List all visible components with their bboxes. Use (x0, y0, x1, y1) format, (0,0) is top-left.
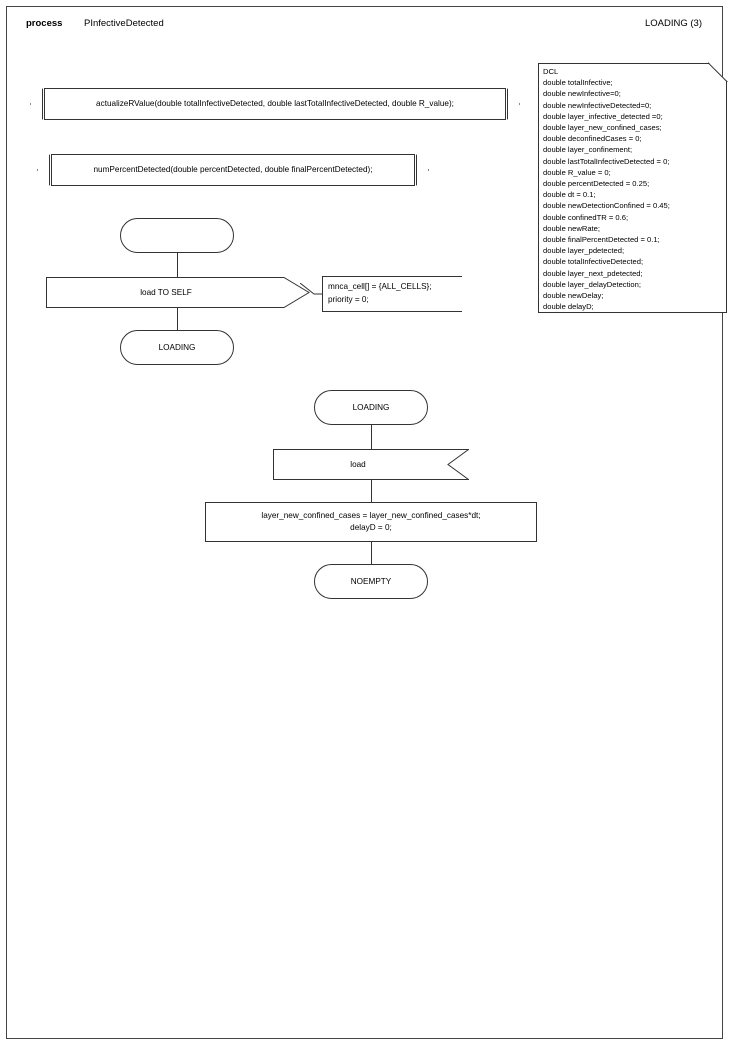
input-outline (273, 449, 469, 480)
task-symbol-update-confined-cases[interactable]: layer_new_confined_cases = layer_new_con… (205, 502, 537, 542)
task-label: layer_new_confined_cases = layer_new_con… (261, 511, 481, 532)
procedure-label: numPercentDetected(double percentDetecte… (93, 165, 373, 174)
procedure-label: actualizeRValue(double totalInfectiveDet… (96, 99, 454, 108)
procedure-body (51, 154, 415, 186)
procedure-body (44, 88, 506, 120)
dcl-text: DCL double totalInfective; double newInf… (543, 67, 670, 312)
input-label: load (350, 459, 366, 469)
dcl-box-shape (538, 63, 727, 313)
header-page-reference: LOADING (3) (645, 18, 703, 29)
comment-text: mnca_cell[] = {ALL_CELLS}; priority = 0; (328, 282, 432, 304)
connector-start-to-output (177, 253, 178, 277)
state-label: NOEMPTY (350, 576, 392, 586)
state-body (120, 330, 234, 365)
state-body (314, 390, 428, 425)
connector-input-to-task (371, 480, 372, 502)
state-body (120, 218, 234, 253)
state-symbol-loading-b[interactable]: LOADING (314, 390, 428, 425)
comment-bracket-shape (322, 276, 462, 312)
output-outline (46, 277, 310, 308)
output-symbol-load-to-self[interactable]: load TO SELF (46, 277, 310, 308)
output-label: load TO SELF (140, 287, 192, 297)
header-process-name: PInfectiveDetected (84, 18, 164, 29)
connector-task-to-state (371, 542, 372, 564)
start-state-label (120, 218, 234, 253)
procedure-declaration-actualizeRValue[interactable]: actualizeRValue(double totalInfectiveDet… (30, 88, 520, 120)
connector-output-to-state (177, 308, 178, 330)
input-symbol-load[interactable]: load (273, 449, 469, 480)
connector-state-to-input (371, 425, 372, 449)
state-body (314, 564, 428, 599)
task-body (205, 502, 537, 542)
procedure-declaration-numPercentDetected[interactable]: numPercentDetected(double percentDetecte… (37, 154, 429, 186)
state-label: LOADING (158, 342, 196, 352)
state-label: LOADING (352, 402, 390, 412)
header-keyword: process (26, 18, 63, 29)
state-symbol-loading-a[interactable]: LOADING (120, 330, 234, 365)
comment-symbol-output-attributes[interactable]: mnca_cell[] = {ALL_CELLS}; priority = 0; (322, 276, 462, 312)
state-symbol-noempty[interactable]: NOEMPTY (314, 564, 428, 599)
dcl-declaration-box: DCL double totalInfective; double newInf… (538, 63, 727, 313)
start-state-symbol[interactable] (120, 218, 234, 253)
